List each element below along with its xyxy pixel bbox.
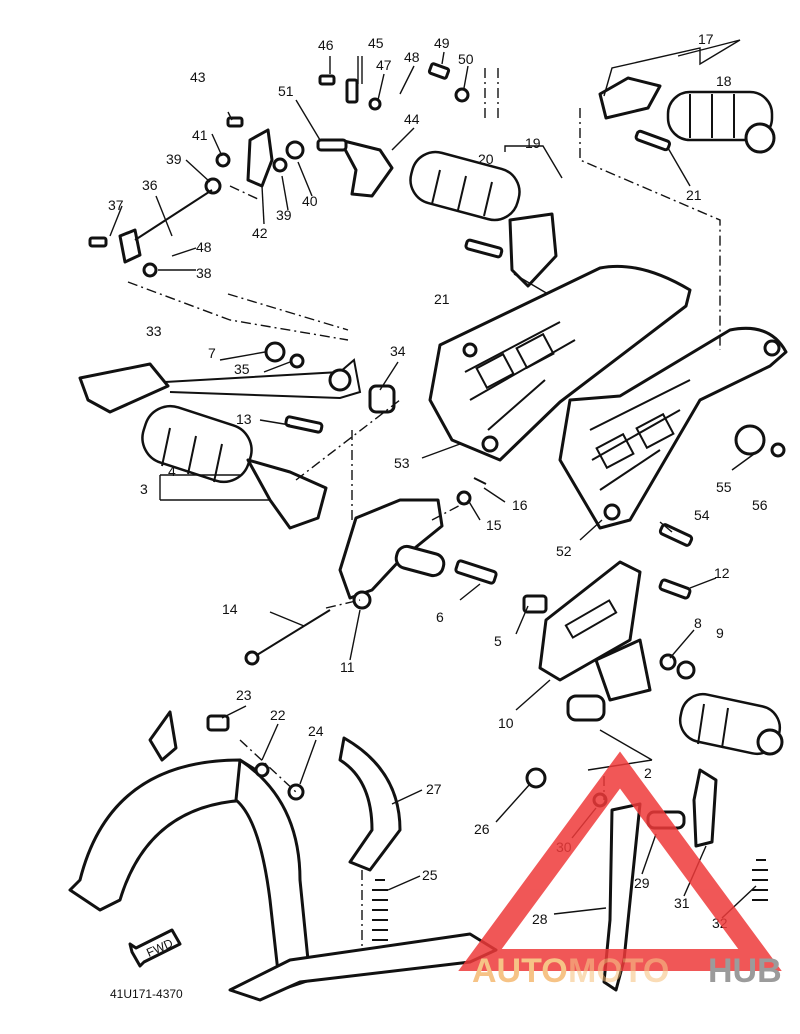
callout-53: 53 <box>394 455 410 471</box>
callout-18: 18 <box>716 73 732 89</box>
watermark-text-auto: AUTO <box>472 952 568 990</box>
callout-labels: 17 18 21 19 20 21 46 45 47 48 49 50 43 5… <box>108 31 768 931</box>
callout-37: 37 <box>108 197 124 213</box>
callout-26: 26 <box>474 821 490 837</box>
spring-hook-27 <box>338 736 402 872</box>
callout-28: 28 <box>532 911 548 927</box>
callout-21b: 21 <box>434 291 450 307</box>
callout-46: 46 <box>318 37 334 53</box>
watermark-text-hub: HUB <box>708 952 782 990</box>
callout-50: 50 <box>458 51 474 67</box>
callout-35: 35 <box>234 361 250 377</box>
brake-pedal <box>78 341 396 414</box>
callout-8: 8 <box>694 615 702 631</box>
callout-17: 17 <box>698 31 714 47</box>
callout-27: 27 <box>426 781 442 797</box>
callout-13: 13 <box>236 411 252 427</box>
rear-footrest-left <box>409 150 558 288</box>
fwd-arrow: FWD <box>128 928 182 968</box>
callout-22: 22 <box>270 707 286 723</box>
callout-42: 42 <box>252 225 268 241</box>
rear-footrest-2 <box>566 692 784 756</box>
callout-36: 36 <box>142 177 158 193</box>
watermark-triangle-icon <box>458 751 782 971</box>
callout-39a: 39 <box>166 151 182 167</box>
collar-55 <box>734 424 766 456</box>
callout-14: 14 <box>222 601 238 617</box>
callout-34: 34 <box>390 343 406 359</box>
callout-49: 49 <box>434 35 450 51</box>
callout-11: 11 <box>340 659 355 675</box>
callout-47: 47 <box>376 57 392 73</box>
watermark: AUTO MOTO HUB <box>458 751 782 990</box>
callout-2: 2 <box>644 765 652 781</box>
callout-19: 19 <box>525 135 541 151</box>
callout-5: 5 <box>494 633 502 649</box>
callout-40: 40 <box>302 193 318 209</box>
leader-lines <box>109 39 757 919</box>
assembly-lines <box>127 68 721 950</box>
callout-48b: 48 <box>196 239 212 255</box>
callout-24: 24 <box>308 723 324 739</box>
callout-15: 15 <box>486 517 502 533</box>
callout-7: 7 <box>208 345 216 361</box>
callout-56: 56 <box>752 497 768 513</box>
plate-10 <box>522 560 696 702</box>
watermark-text-moto: MOTO <box>568 952 669 990</box>
callout-54: 54 <box>694 507 710 523</box>
front-footrest <box>141 404 328 530</box>
callout-52: 52 <box>556 543 572 559</box>
callout-48a: 48 <box>404 49 420 65</box>
spring-25 <box>372 879 388 941</box>
callout-4: 4 <box>168 463 176 479</box>
callout-38: 38 <box>196 265 212 281</box>
callout-10: 10 <box>498 715 514 731</box>
callout-39b: 39 <box>276 207 292 223</box>
callout-44: 44 <box>404 111 420 127</box>
callout-20: 20 <box>478 151 494 167</box>
callout-29: 29 <box>634 875 650 891</box>
footrest-bracket-11 <box>244 477 498 666</box>
callout-33: 33 <box>146 323 162 339</box>
callout-51: 51 <box>278 83 294 99</box>
callout-9: 9 <box>716 625 724 641</box>
callout-16: 16 <box>512 497 528 513</box>
washer-56 <box>770 442 786 458</box>
callout-55: 55 <box>716 479 732 495</box>
callout-45: 45 <box>368 35 384 51</box>
callout-3: 3 <box>140 481 148 497</box>
drawing-code: 41U171-4370 <box>110 987 183 1001</box>
callout-21a: 21 <box>686 187 702 203</box>
bracket-53 <box>428 264 692 462</box>
callout-6: 6 <box>436 609 444 625</box>
shift-linkage <box>88 62 470 278</box>
main-stand <box>68 710 498 1002</box>
bolt-54 <box>658 523 694 547</box>
callout-31: 31 <box>674 895 690 911</box>
fwd-label: FWD <box>144 936 175 960</box>
callout-43: 43 <box>190 69 206 85</box>
callout-12: 12 <box>714 565 730 581</box>
callout-25: 25 <box>422 867 438 883</box>
callout-41: 41 <box>192 127 208 143</box>
bracket-52 <box>558 326 788 530</box>
callout-23: 23 <box>236 687 252 703</box>
rear-footrest-right <box>598 76 776 154</box>
